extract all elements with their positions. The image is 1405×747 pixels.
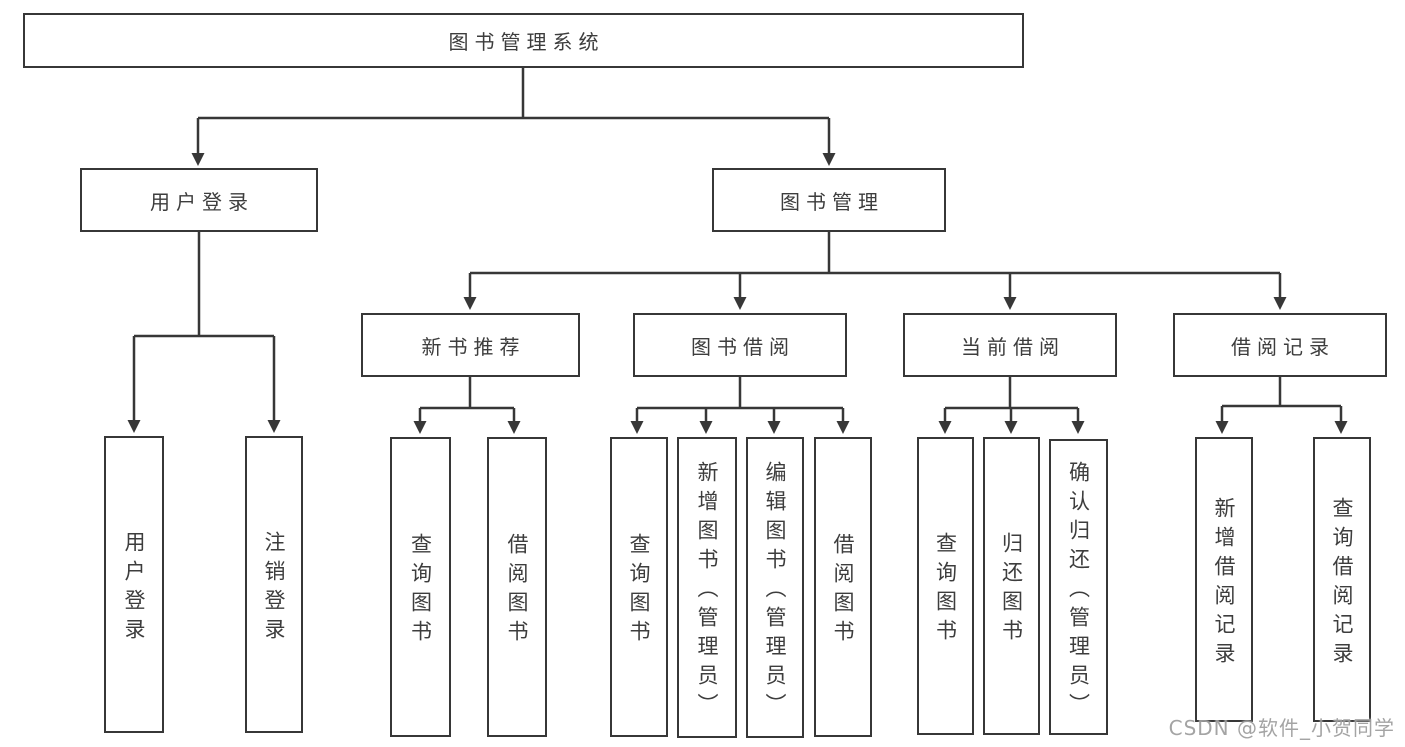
watermark-csdn: CSDN @软件_小贺同学: [1168, 716, 1395, 740]
leaf-borrow-query-books: 查询图书: [610, 437, 668, 737]
node-borrowing-records: 借阅记录: [1173, 313, 1387, 377]
leaf-borrow-borrow-books: 借阅图书: [814, 437, 872, 737]
node-library-management-system: 图书管理系统: [23, 13, 1024, 68]
leaf-current-query-books: 查询图书: [917, 437, 974, 735]
node-current-borrowing: 当前借阅: [903, 313, 1117, 377]
leaf-logout: 注销登录: [245, 436, 303, 733]
node-book-management: 图书管理: [712, 168, 946, 232]
leaf-user-login: 用户登录: [104, 436, 164, 733]
leaf-current-return-books: 归还图书: [983, 437, 1040, 735]
node-book-borrowing: 图书借阅: [633, 313, 847, 377]
node-new-book-recommend: 新书推荐: [361, 313, 580, 377]
leaf-current-confirm-return-admin: 确认归还（管理员）: [1049, 439, 1108, 735]
leaf-borrow-add-books-admin: 新增图书（管理员）: [677, 437, 737, 738]
leaf-newbook-borrow-books: 借阅图书: [487, 437, 547, 737]
leaf-records-add-record: 新增借阅记录: [1195, 437, 1253, 722]
leaf-newbook-query-books: 查询图书: [390, 437, 451, 737]
leaf-borrow-edit-books-admin: 编辑图书（管理员）: [746, 437, 804, 738]
leaf-records-query-record: 查询借阅记录: [1313, 437, 1371, 722]
node-user-login: 用户登录: [80, 168, 318, 232]
